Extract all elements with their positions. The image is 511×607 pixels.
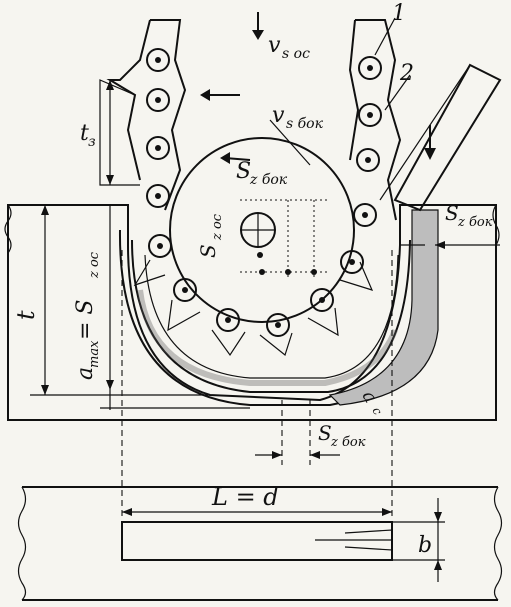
workpiece-lower [17,486,503,601]
label-vs-bok: v [272,103,285,128]
dim-t3 [106,80,114,185]
chip-hatching [137,209,439,406]
label-a-max-sub: max [87,340,102,368]
label-t3-sub: з [88,134,96,150]
label-eq-s-zoc: = S [73,300,98,341]
motion-arrows [200,12,436,164]
chain-right-plate [348,19,402,221]
label-sz-bok-right-sub: z бок [457,215,493,230]
label-num2: 2 [399,61,414,86]
chain-link [356,148,380,172]
chain-link [146,88,170,112]
label-s-bok-prime-sub: z бок [249,172,288,188]
label-s-zoc-prime-sub: z ос [210,213,225,241]
label-t-left: t [12,310,40,320]
dim-szbok-right [400,241,500,249]
dim-szbok-bottom [255,400,340,465]
chain-links [146,48,382,337]
chain-link [148,234,172,258]
chain-link [216,308,240,332]
label-vs-oc: v [268,33,281,58]
label-vs-oc-sub: s ос [282,46,310,62]
chain-link [146,184,170,208]
chain-link [353,203,377,227]
label-sz-bok-bottom: S [318,421,332,445]
workpiece-upper [4,204,500,421]
label-num1: 1 [392,1,406,26]
chain-link [358,103,382,127]
cutter-teeth [133,259,374,357]
chain-link [146,136,170,160]
leader-lines [269,17,411,166]
chain-left-plate [99,19,187,211]
label-s-zoc-prime: S [196,244,220,258]
label-l-eq-d: L = d [211,483,279,511]
chain-link [173,278,197,302]
label-a-max: a [73,367,98,380]
label-s-bok-prime: S [236,159,251,184]
sprocket [169,137,355,323]
label-a-side-sub: c [369,405,385,418]
label-eq-s-zoc-sub: z ос [87,251,102,279]
hub [240,199,330,280]
projection-lines [121,250,393,520]
chain-link [340,250,364,274]
chain-link [146,48,170,72]
label-sz-bok-right: S [445,201,459,225]
chain-link [310,288,334,312]
label-b: b [418,533,432,558]
label-vs-bok-sub: s бок [286,116,324,132]
chain-link [266,313,290,337]
label-sz-bok-bottom-sub: z бок [330,435,366,450]
chain-link [358,56,382,80]
guide-bar [379,63,502,212]
label-t3: t [80,121,89,146]
dim-left [30,205,250,410]
